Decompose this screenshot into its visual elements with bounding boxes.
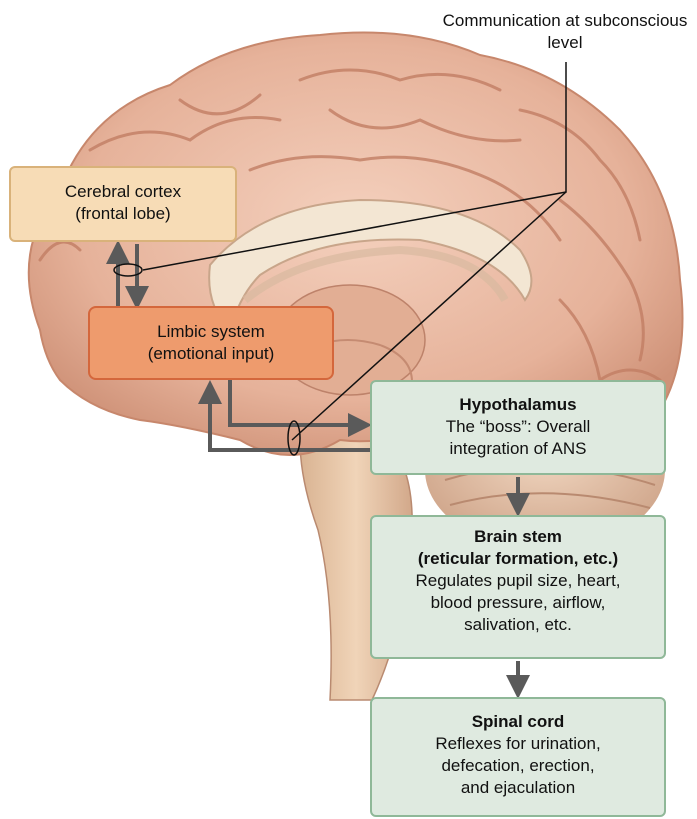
cortex-line-1: Cerebral cortex xyxy=(11,181,235,203)
cortex-line-2: (frontal lobe) xyxy=(11,203,235,225)
limbic-line-2: (emotional input) xyxy=(90,343,332,365)
spinal-line-3: and ejaculation xyxy=(372,777,664,799)
limbic-system-box: Limbic system (emotional input) xyxy=(88,306,334,380)
brainstem-line-3: salivation, etc. xyxy=(372,614,664,636)
spinal-line-2: defecation, erection, xyxy=(372,755,664,777)
brainstem-line-1: Regulates pupil size, heart, xyxy=(372,570,664,592)
brainstem-subtitle: (reticular formation, etc.) xyxy=(372,548,664,570)
limbic-line-1: Limbic system xyxy=(90,321,332,343)
brainstem-title: Brain stem xyxy=(372,526,664,548)
callout-subconscious-label: Communication at subconscious level xyxy=(440,10,690,54)
callout-line-1: Communication at xyxy=(443,11,580,30)
hypothalamus-line-1: The “boss”: Overall xyxy=(372,416,664,438)
spinal-line-1: Reflexes for urination, xyxy=(372,733,664,755)
cerebral-cortex-box: Cerebral cortex (frontal lobe) xyxy=(9,166,237,242)
brainstem-line-2: blood pressure, airflow, xyxy=(372,592,664,614)
hypothalamus-line-2: integration of ANS xyxy=(372,438,664,460)
hypothalamus-title: Hypothalamus xyxy=(372,394,664,416)
spinal-title: Spinal cord xyxy=(372,711,664,733)
hypothalamus-box: Hypothalamus The “boss”: Overall integra… xyxy=(370,380,666,475)
brain-stem-box: Brain stem (reticular formation, etc.) R… xyxy=(370,515,666,659)
spinal-cord-box: Spinal cord Reflexes for urination, defe… xyxy=(370,697,666,817)
